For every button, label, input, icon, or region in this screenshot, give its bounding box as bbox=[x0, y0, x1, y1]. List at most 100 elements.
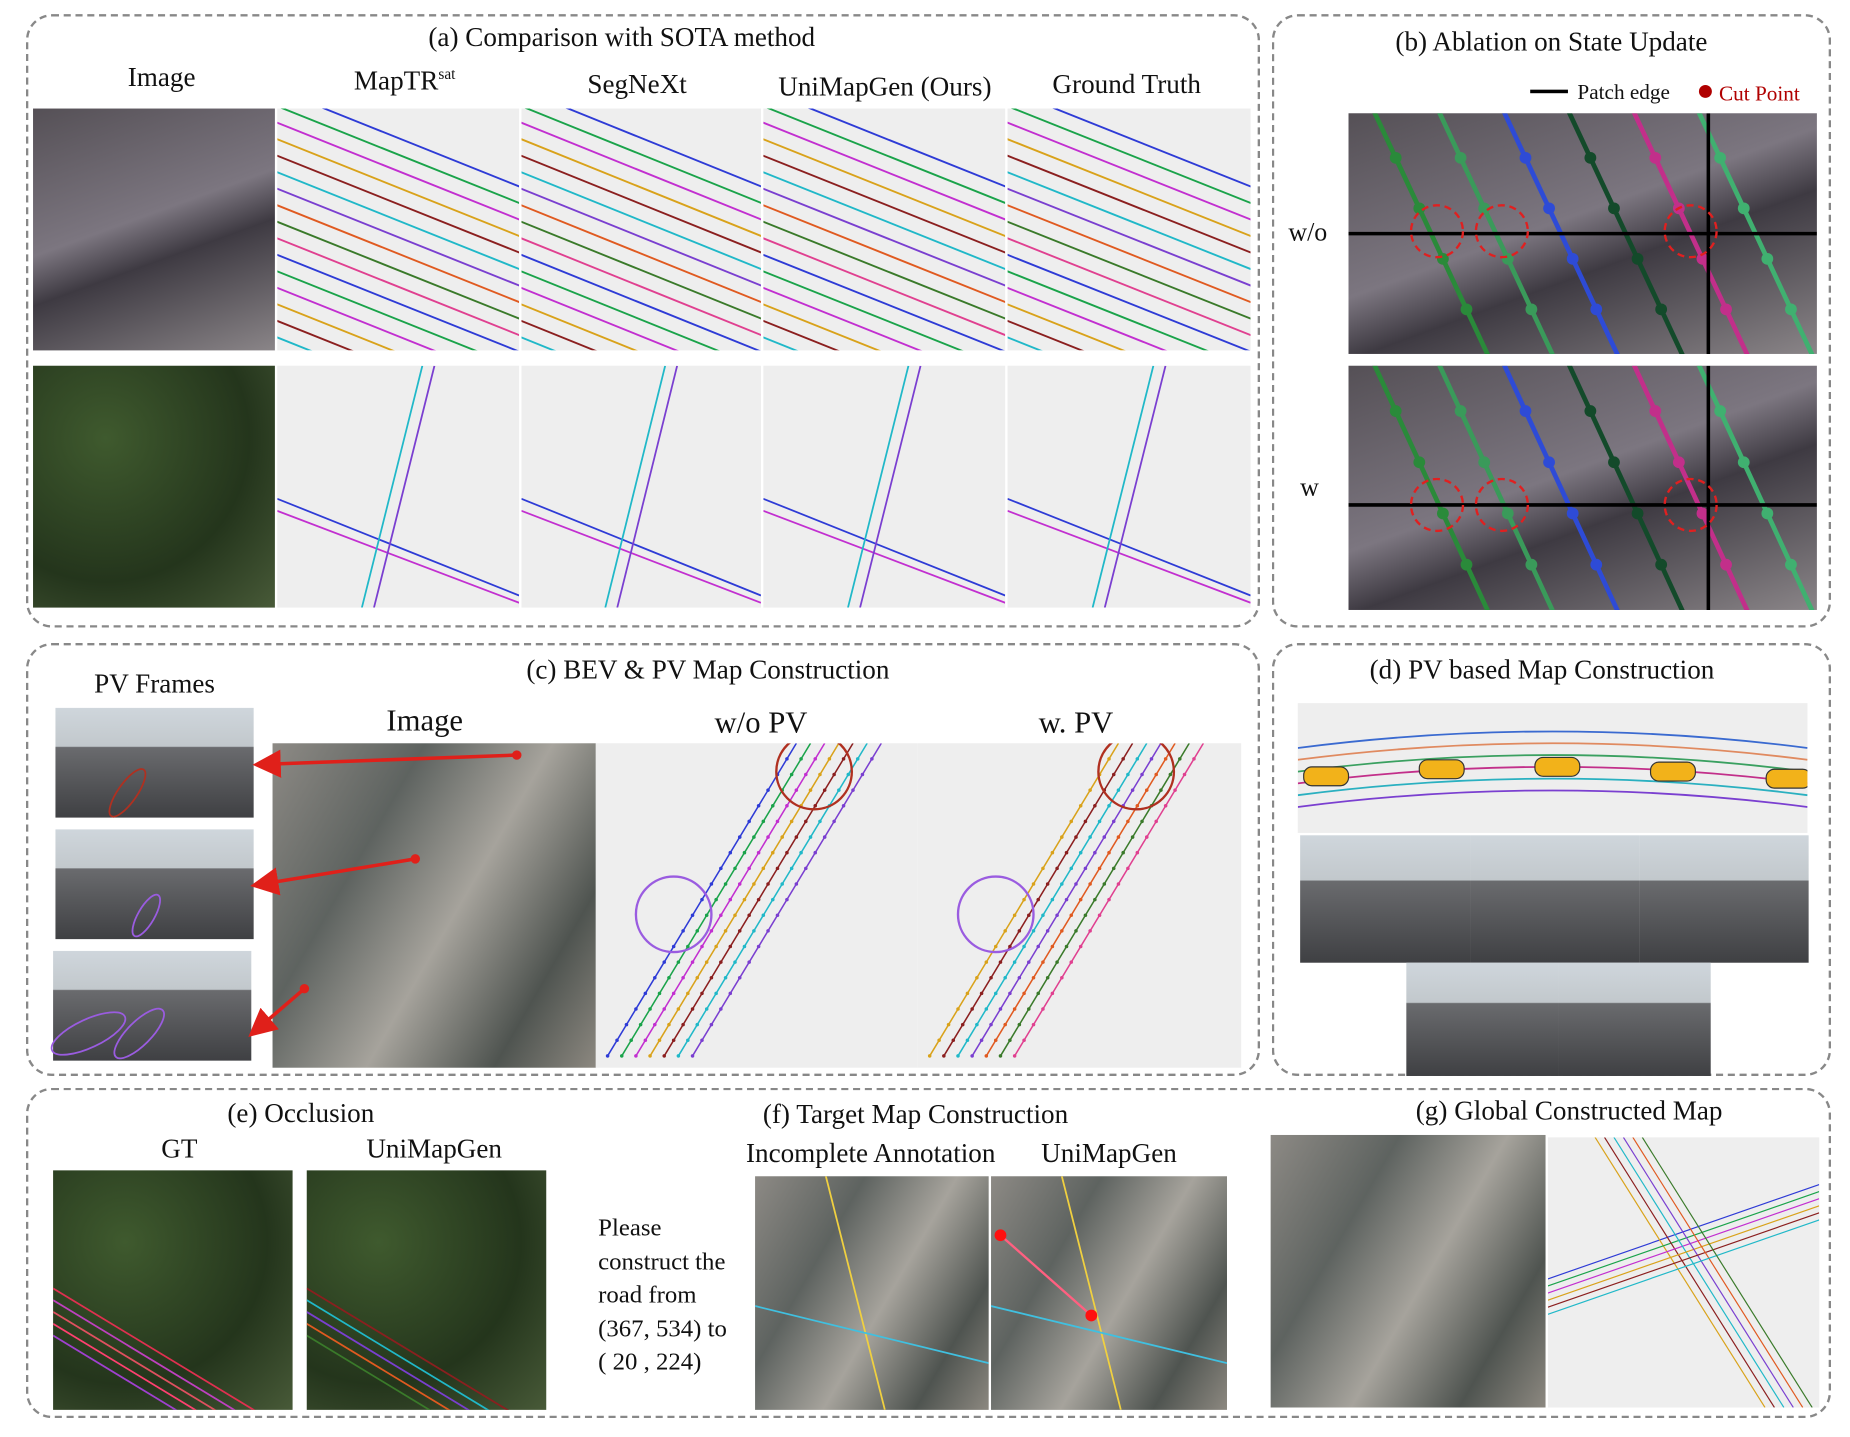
map-line bbox=[1007, 237, 1251, 337]
map-vertex bbox=[937, 1038, 941, 1043]
map-line bbox=[1007, 220, 1251, 320]
map-vertex bbox=[752, 835, 756, 839]
map-vertex bbox=[619, 1054, 624, 1058]
bev-image bbox=[272, 743, 596, 1068]
map-vertex bbox=[813, 850, 818, 855]
map-vertex bbox=[700, 991, 704, 996]
map-drawing bbox=[1007, 365, 1251, 608]
map-vertex bbox=[761, 913, 766, 917]
map-vertex bbox=[1135, 850, 1140, 855]
map-vertex bbox=[789, 866, 794, 871]
map-vertex bbox=[1696, 507, 1709, 520]
map-vertex bbox=[1140, 772, 1144, 777]
map-vertex bbox=[728, 897, 733, 902]
map-vertex bbox=[770, 897, 775, 902]
map-vertex bbox=[648, 1054, 652, 1058]
map-vertex bbox=[1182, 772, 1187, 777]
map-vertex bbox=[1584, 405, 1597, 417]
map-line bbox=[847, 365, 910, 608]
highlight-circle bbox=[956, 875, 1035, 954]
map-vertex bbox=[681, 1022, 685, 1027]
map-vertex bbox=[634, 1007, 638, 1011]
lane-line bbox=[1297, 730, 1808, 749]
highlight-circle bbox=[1097, 743, 1176, 811]
map-vertex bbox=[993, 1038, 998, 1043]
map-vertex bbox=[1050, 850, 1055, 855]
map-vertex bbox=[989, 1022, 993, 1027]
map-vertex bbox=[1121, 757, 1125, 761]
map-drawing bbox=[1007, 108, 1251, 351]
pv-frame-1 bbox=[55, 707, 254, 818]
map-vertex bbox=[1761, 507, 1774, 520]
map-line bbox=[277, 138, 520, 237]
map-vertex bbox=[1389, 151, 1402, 164]
map-vertex bbox=[1126, 772, 1130, 777]
map-vertex bbox=[1720, 303, 1732, 316]
map-line bbox=[1007, 121, 1251, 221]
map-vertex bbox=[1130, 788, 1135, 792]
map-line bbox=[763, 121, 1006, 221]
prompt-text: Please construct the road from (367, 534… bbox=[598, 1210, 727, 1378]
lane-line bbox=[1297, 754, 1808, 773]
map-line bbox=[763, 220, 1006, 320]
map-vertex bbox=[851, 788, 855, 792]
map-line bbox=[521, 138, 761, 237]
map-vertex bbox=[1566, 252, 1579, 265]
map-vertex bbox=[695, 929, 700, 933]
map-vertex bbox=[841, 804, 846, 808]
panel-efg bbox=[25, 1087, 1832, 1419]
map-vertex bbox=[785, 757, 789, 761]
map-vertex bbox=[870, 757, 874, 761]
map-vertex bbox=[1074, 929, 1078, 933]
map-vertex bbox=[1436, 507, 1449, 520]
map-vertex bbox=[1083, 913, 1088, 917]
map-vertex bbox=[1055, 913, 1059, 917]
map-vertex bbox=[709, 929, 714, 933]
col-c-image: Image bbox=[386, 703, 464, 738]
map-vertex bbox=[1107, 850, 1111, 855]
ablation-with-image bbox=[1348, 365, 1817, 610]
map-line bbox=[521, 319, 597, 351]
map-vertex bbox=[799, 850, 803, 855]
map-line bbox=[321, 108, 520, 188]
panel-c bbox=[25, 642, 1261, 1076]
map-vertex bbox=[766, 929, 770, 933]
map-vertex bbox=[1714, 405, 1727, 417]
map-vertex bbox=[690, 1054, 695, 1058]
map-vertex bbox=[681, 929, 685, 933]
map-vertex bbox=[1093, 850, 1097, 855]
map-line bbox=[1007, 187, 1251, 287]
map-vertex bbox=[975, 975, 979, 980]
map-vertex bbox=[993, 944, 998, 949]
map-vertex bbox=[1178, 757, 1182, 761]
map-line bbox=[1052, 108, 1251, 188]
map-line bbox=[1008, 349, 1251, 350]
map-line bbox=[1007, 138, 1251, 237]
map-line bbox=[277, 171, 520, 271]
map-line bbox=[1594, 1137, 1766, 1408]
map-line bbox=[277, 349, 519, 350]
map-vertex bbox=[1154, 819, 1158, 824]
car-icon bbox=[1303, 766, 1350, 787]
map-vertex bbox=[756, 897, 761, 902]
map-vertex bbox=[1584, 151, 1597, 164]
map-vertex bbox=[1050, 944, 1055, 949]
map-line bbox=[604, 365, 667, 608]
map-line bbox=[1007, 154, 1251, 254]
map-vertex bbox=[1478, 456, 1491, 469]
map-vertex bbox=[770, 850, 775, 855]
map-vertex bbox=[1631, 507, 1644, 520]
map-line bbox=[53, 1311, 217, 1410]
map-vertex bbox=[1737, 202, 1750, 215]
map-vertex bbox=[775, 866, 780, 871]
map-line bbox=[1502, 365, 1620, 610]
map-line bbox=[277, 336, 313, 351]
map-vertex bbox=[837, 788, 841, 792]
map-vertex bbox=[733, 960, 737, 964]
map-vertex bbox=[789, 819, 794, 824]
map-vertex bbox=[1088, 882, 1092, 886]
map-vertex bbox=[794, 835, 799, 839]
map-vertex bbox=[975, 1022, 979, 1027]
map-vertex bbox=[1111, 866, 1116, 871]
map-vertex bbox=[1064, 850, 1069, 855]
